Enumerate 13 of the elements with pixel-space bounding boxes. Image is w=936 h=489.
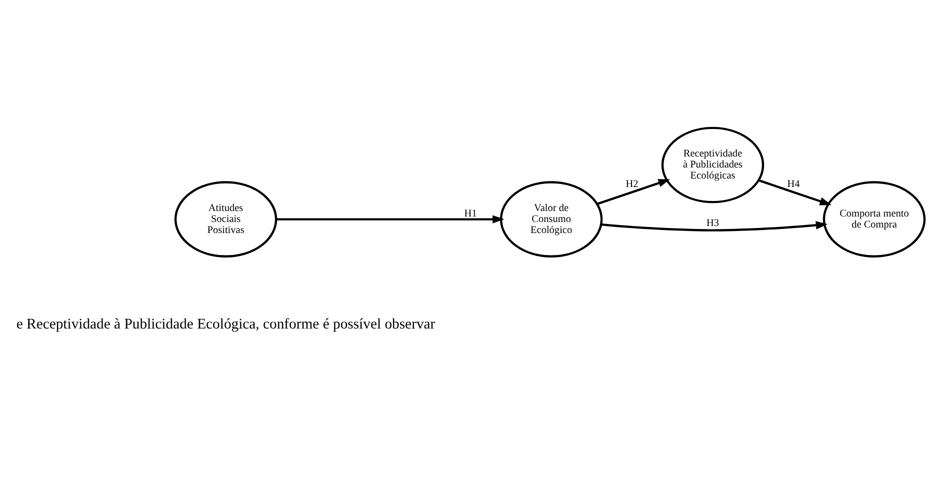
node-ellipse: Receptividade à Publicidades Ecológicas xyxy=(661,126,764,203)
arrow xyxy=(276,214,504,223)
label: e Receptividade à Publicidade Ecológica, conforme é possível observar xyxy=(16,316,436,332)
node-ellipse: Valor de Consumo Ecológico xyxy=(500,180,603,257)
node-ellipse: Atitudes Sociais Positivas xyxy=(174,180,278,257)
edge-label: H2 xyxy=(626,178,638,190)
node-ellipse: Comporta mento de Compra xyxy=(822,180,926,257)
edge-label: H1 xyxy=(464,208,477,220)
arrow xyxy=(596,178,670,204)
edge-label: H3 xyxy=(706,218,720,229)
edge-label: H4 xyxy=(787,178,800,190)
arrow xyxy=(758,178,832,205)
arrow xyxy=(601,220,828,231)
